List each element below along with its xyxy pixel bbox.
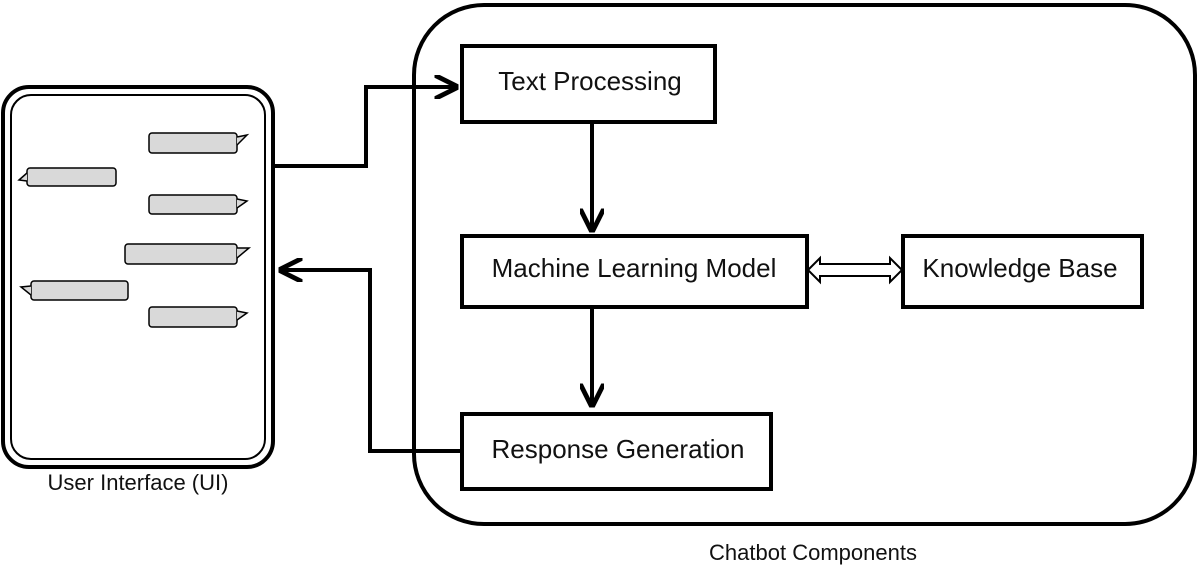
bidirectional-arrow xyxy=(806,255,904,285)
ml-model-box: Machine Learning Model xyxy=(460,234,809,309)
chat-bubble-right xyxy=(124,243,252,265)
chat-bubble-left xyxy=(17,167,117,187)
chatbot-caption: Chatbot Components xyxy=(709,540,917,565)
chat-bubble-right xyxy=(148,132,250,154)
ui-caption: User Interface (UI) xyxy=(48,470,229,495)
response-generation-box: Response Generation xyxy=(460,412,773,491)
arrow-response-to-ui xyxy=(281,270,462,453)
chat-bubble-right xyxy=(148,194,249,215)
ml-model-label: Machine Learning Model xyxy=(492,253,777,283)
arrow-ui-to-text-processing xyxy=(273,87,456,168)
text-processing-label: Text Processing xyxy=(498,66,682,96)
response-generation-label: Response Generation xyxy=(492,434,745,464)
user-interface-panel: User Interface (UI) xyxy=(1,85,275,495)
chatbot-container-border xyxy=(412,3,1197,526)
chatbot-components-container: Chatbot Components xyxy=(412,3,1197,565)
knowledge-base-label: Knowledge Base xyxy=(922,253,1117,283)
chat-bubble-left xyxy=(19,280,129,301)
knowledge-base-box: Knowledge Base xyxy=(901,234,1144,309)
chat-bubble-right xyxy=(148,306,249,328)
text-processing-box: Text Processing xyxy=(460,44,717,124)
